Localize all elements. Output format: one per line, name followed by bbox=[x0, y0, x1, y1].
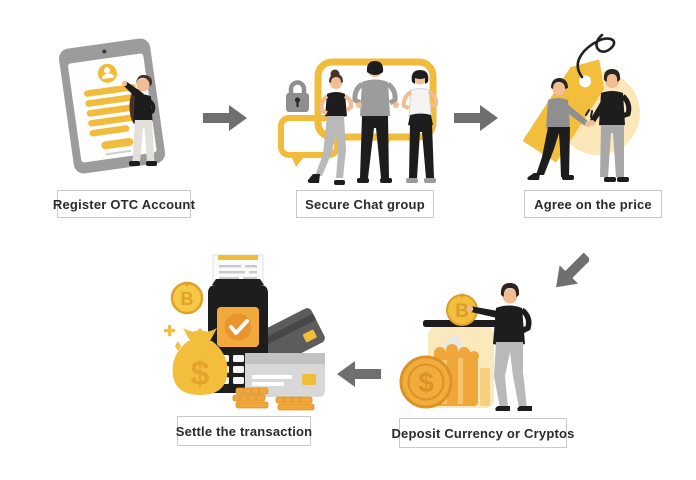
bitcoin-coin-icon: B bbox=[170, 281, 204, 315]
deposit-illustration: B $ bbox=[398, 280, 566, 416]
handshake-accent bbox=[585, 109, 600, 120]
lock-icon bbox=[286, 80, 309, 112]
svg-text:B: B bbox=[455, 301, 469, 322]
person-right bbox=[401, 70, 439, 183]
person-middle-back bbox=[352, 61, 399, 183]
person-buyer bbox=[527, 78, 591, 180]
step-label-settle: Settle the transaction bbox=[175, 416, 313, 446]
bitcoin-coin-icon: B bbox=[446, 293, 478, 326]
svg-text:$: $ bbox=[418, 367, 434, 398]
form-fields-icon bbox=[84, 83, 139, 156]
arrow-down-left-icon bbox=[543, 243, 591, 294]
step-label-deposit: Deposit Currency or Cryptos bbox=[391, 418, 574, 448]
person-seller bbox=[589, 69, 632, 182]
light-credit-card-icon bbox=[245, 353, 325, 397]
secure-chat-illustration bbox=[272, 52, 460, 190]
price-agreement-illustration bbox=[498, 25, 666, 187]
arrow-left-icon bbox=[337, 361, 381, 392]
person-left bbox=[307, 69, 354, 185]
person-signing-up bbox=[121, 74, 157, 166]
coin-stacks-icon bbox=[232, 387, 315, 411]
arrow-right-icon bbox=[454, 105, 498, 136]
svg-text:$: $ bbox=[191, 355, 210, 393]
dark-credit-card-icon bbox=[254, 308, 325, 368]
step-label-text: Agree on the price bbox=[534, 196, 652, 212]
step-label-register: Register OTC Account bbox=[53, 190, 195, 218]
step-label-text: Deposit Currency or Cryptos bbox=[391, 425, 575, 441]
step-label-text: Settle the transaction bbox=[175, 423, 313, 439]
avatar-icon bbox=[97, 63, 117, 83]
register-otc-illustration bbox=[50, 28, 195, 188]
tag-string bbox=[576, 33, 616, 79]
step-label-chat: Secure Chat group bbox=[296, 190, 434, 218]
arrow-right-icon bbox=[203, 105, 247, 136]
money-bag-icon: $ bbox=[172, 328, 228, 395]
dollar-coin-icon: $ bbox=[399, 355, 453, 409]
sparkle-icons bbox=[164, 325, 181, 351]
settlement-illustration: B $ bbox=[156, 245, 334, 413]
svg-text:B: B bbox=[181, 289, 194, 309]
step-label-text: Secure Chat group bbox=[305, 196, 425, 212]
step-label-text: Register OTC Account bbox=[52, 196, 196, 212]
person-depositing bbox=[466, 283, 532, 411]
step-label-agree: Agree on the price bbox=[524, 190, 662, 218]
